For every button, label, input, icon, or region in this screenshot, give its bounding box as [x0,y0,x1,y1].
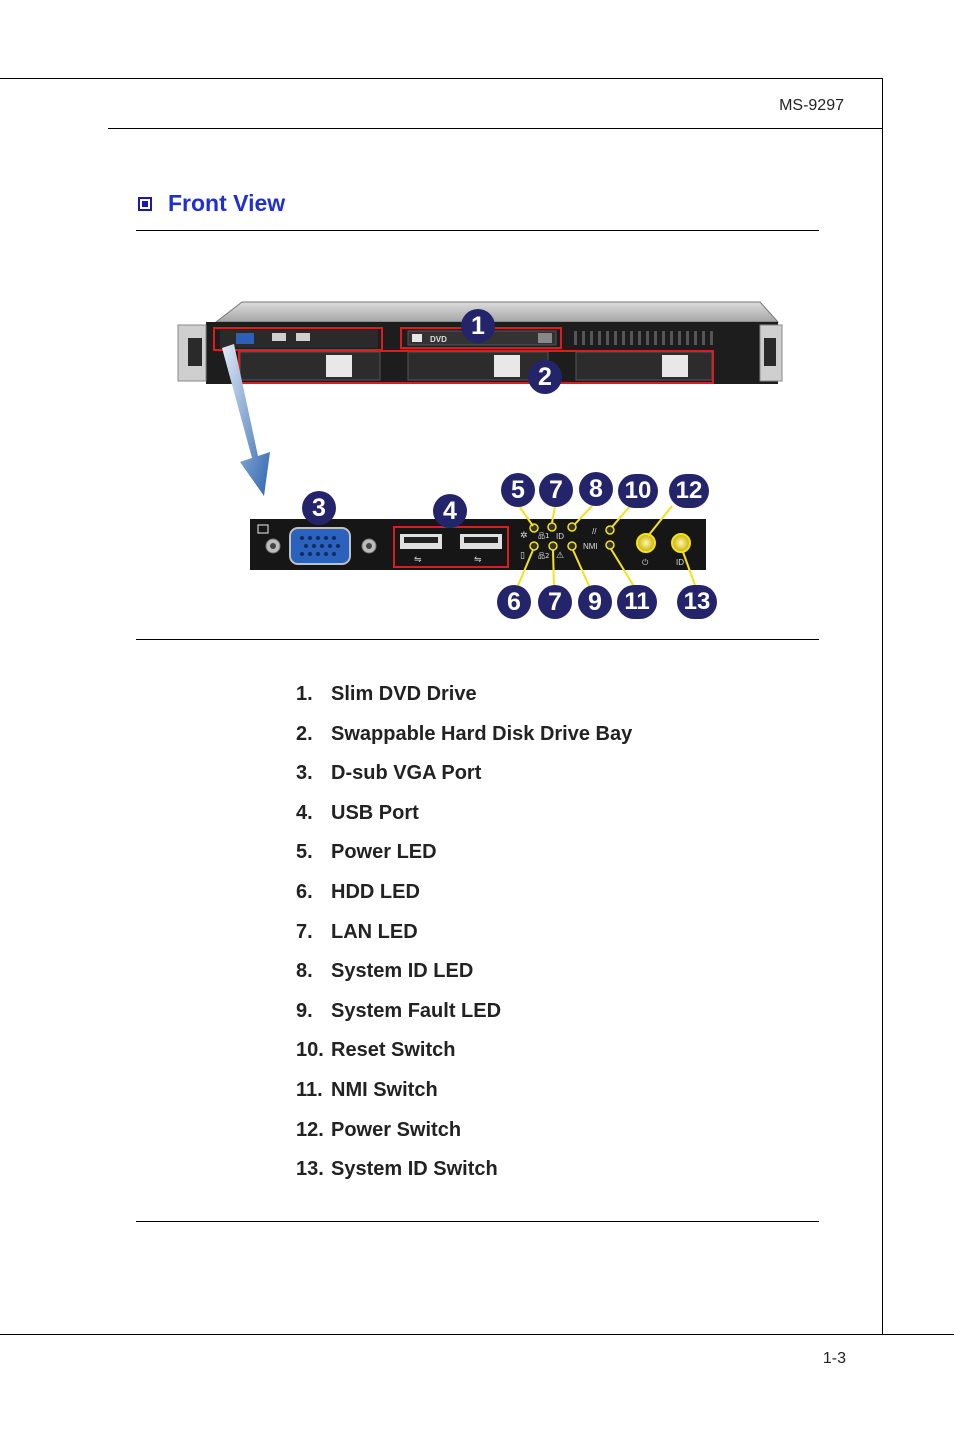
top-rule [0,78,883,79]
right-border [882,78,883,1335]
list-item: 4.USB Port [296,801,419,824]
callout-5: 5 [501,473,535,507]
svg-text:▯: ▯ [520,551,525,561]
id-led-text: ID [556,532,564,541]
list-item: 7.LAN LED [296,920,418,943]
header-rule [108,128,883,129]
list-item: 9.System Fault LED [296,999,502,1022]
svg-text:⇋: ⇋ [414,555,422,565]
list-item: 10.Reset Switch [296,1039,456,1062]
callout-2: 2 [528,360,562,394]
list-item: 2.Swappable Hard Disk Drive Bay [296,722,633,745]
list-item: 1.Slim DVD Drive [296,683,477,705]
dvd-logo-text: DVD [430,335,447,344]
list-end-rule [136,1221,819,1222]
callout-4: 4 [433,494,467,528]
leader-lines [516,505,697,589]
svg-text:品2: 品2 [538,552,549,560]
server-chassis: DVD [177,301,783,384]
bottom-rule [0,1334,954,1335]
id-button-text: ID [676,558,684,567]
front-view-figure: DVD ⇋ ⇋ ✲ ▯ 品1 品2 ID ⚠ // N [177,301,783,589]
callout-10: 10 [618,474,658,508]
callout-9: 9 [578,585,612,619]
callout-11: 11 [617,585,657,619]
list-item: 5.Power LED [296,841,437,864]
list-item: 3.D-sub VGA Port [296,762,482,785]
list-item: 13.System ID Switch [296,1158,498,1181]
page-number: 1-3 [822,1350,846,1367]
list-item: 12.Power Switch [296,1118,462,1141]
callout-13: 13 [677,585,717,619]
callout-1: 1 [461,309,495,343]
svg-text:⏻: ⏻ [642,558,649,567]
section-heading: Front View [138,190,285,217]
zoom-arrow [222,344,270,496]
callout-8: 8 [579,472,613,506]
square-bullet-icon [138,196,152,211]
svg-text://: // [592,527,597,536]
list-item: 6.HDD LED [296,880,420,903]
nmi-label-text: NMI [583,542,598,551]
hdd-bays [239,351,713,381]
list-item: 11.NMI Switch [296,1078,438,1101]
svg-text:品1: 品1 [538,532,549,540]
list-item: 8.System ID LED [296,960,474,983]
callout-12: 12 [669,474,709,508]
section-title: Front View [168,190,286,216]
callout-layer: .co { position:absolute; width:34px; hei… [0,0,954,640]
front-panel-detail: ⇋ ⇋ ✲ ▯ 品1 品2 ID ⚠ // NMI ⏻ ID [250,519,706,570]
figure-rule [136,639,819,640]
callout-7-bottom: 7 [538,585,572,619]
svg-text:✲: ✲ [520,531,528,541]
title-rule [136,230,819,231]
callout-6: 6 [497,585,531,619]
callout-7-top: 7 [539,473,573,507]
model-number: MS-9297 [779,97,844,114]
callout-3: 3 [302,491,336,525]
svg-text:⚠: ⚠ [556,551,564,561]
component-list: 1.Slim DVD Drive 2.Swappable Hard Disk D… [296,680,632,1195]
svg-text:⇋: ⇋ [474,555,482,565]
